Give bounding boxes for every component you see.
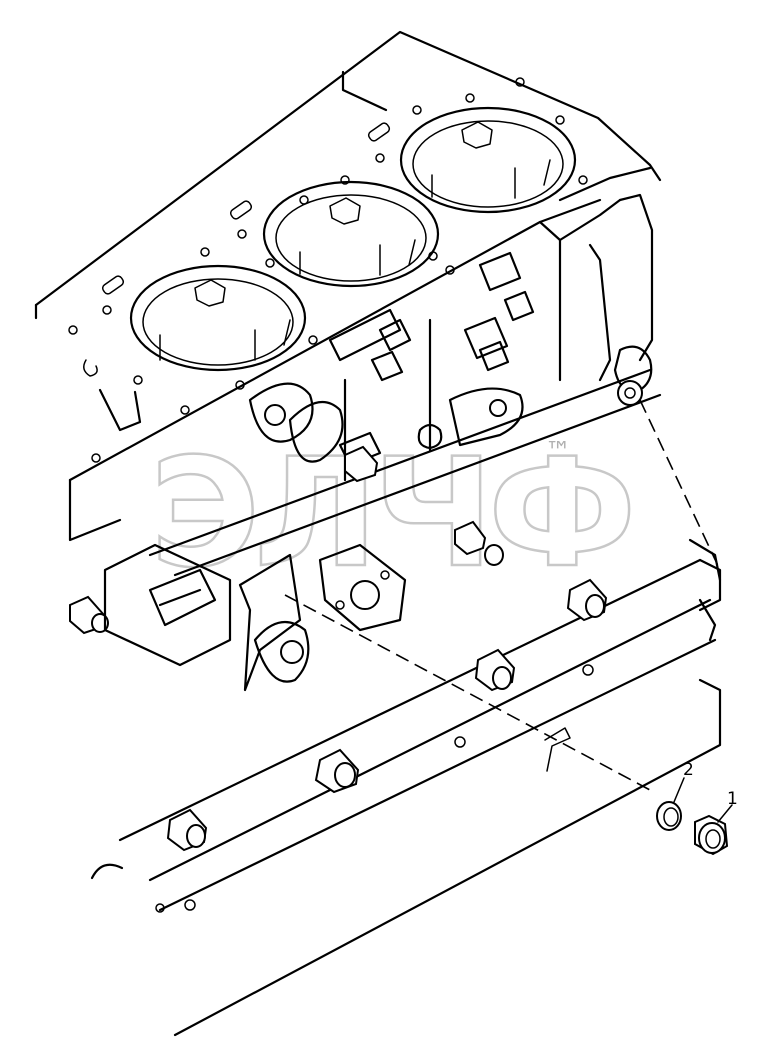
mounting-flanges	[103, 543, 407, 692]
block-lower-rails	[90, 345, 722, 1037]
deck-holes	[68, 77, 588, 463]
bore-3	[399, 106, 577, 214]
watermark-logo-text: ЭЛЧФ	[150, 427, 631, 601]
part-1-plug	[694, 804, 733, 856]
block-top-deck	[34, 30, 662, 482]
dowel-pins	[69, 445, 608, 852]
part-2-sealing-washer	[656, 777, 685, 831]
bore-2	[262, 180, 440, 288]
assembly-centerlines	[284, 399, 721, 791]
watermark-trademark: ™	[545, 437, 571, 467]
watermark: ЭЛЧФ ™	[149, 426, 638, 603]
callout-label-1: 1	[727, 789, 738, 809]
callout-label-2: 2	[683, 760, 694, 780]
block-side-face	[68, 193, 654, 542]
bore-1	[129, 264, 307, 372]
cylinder-bores	[129, 106, 577, 372]
